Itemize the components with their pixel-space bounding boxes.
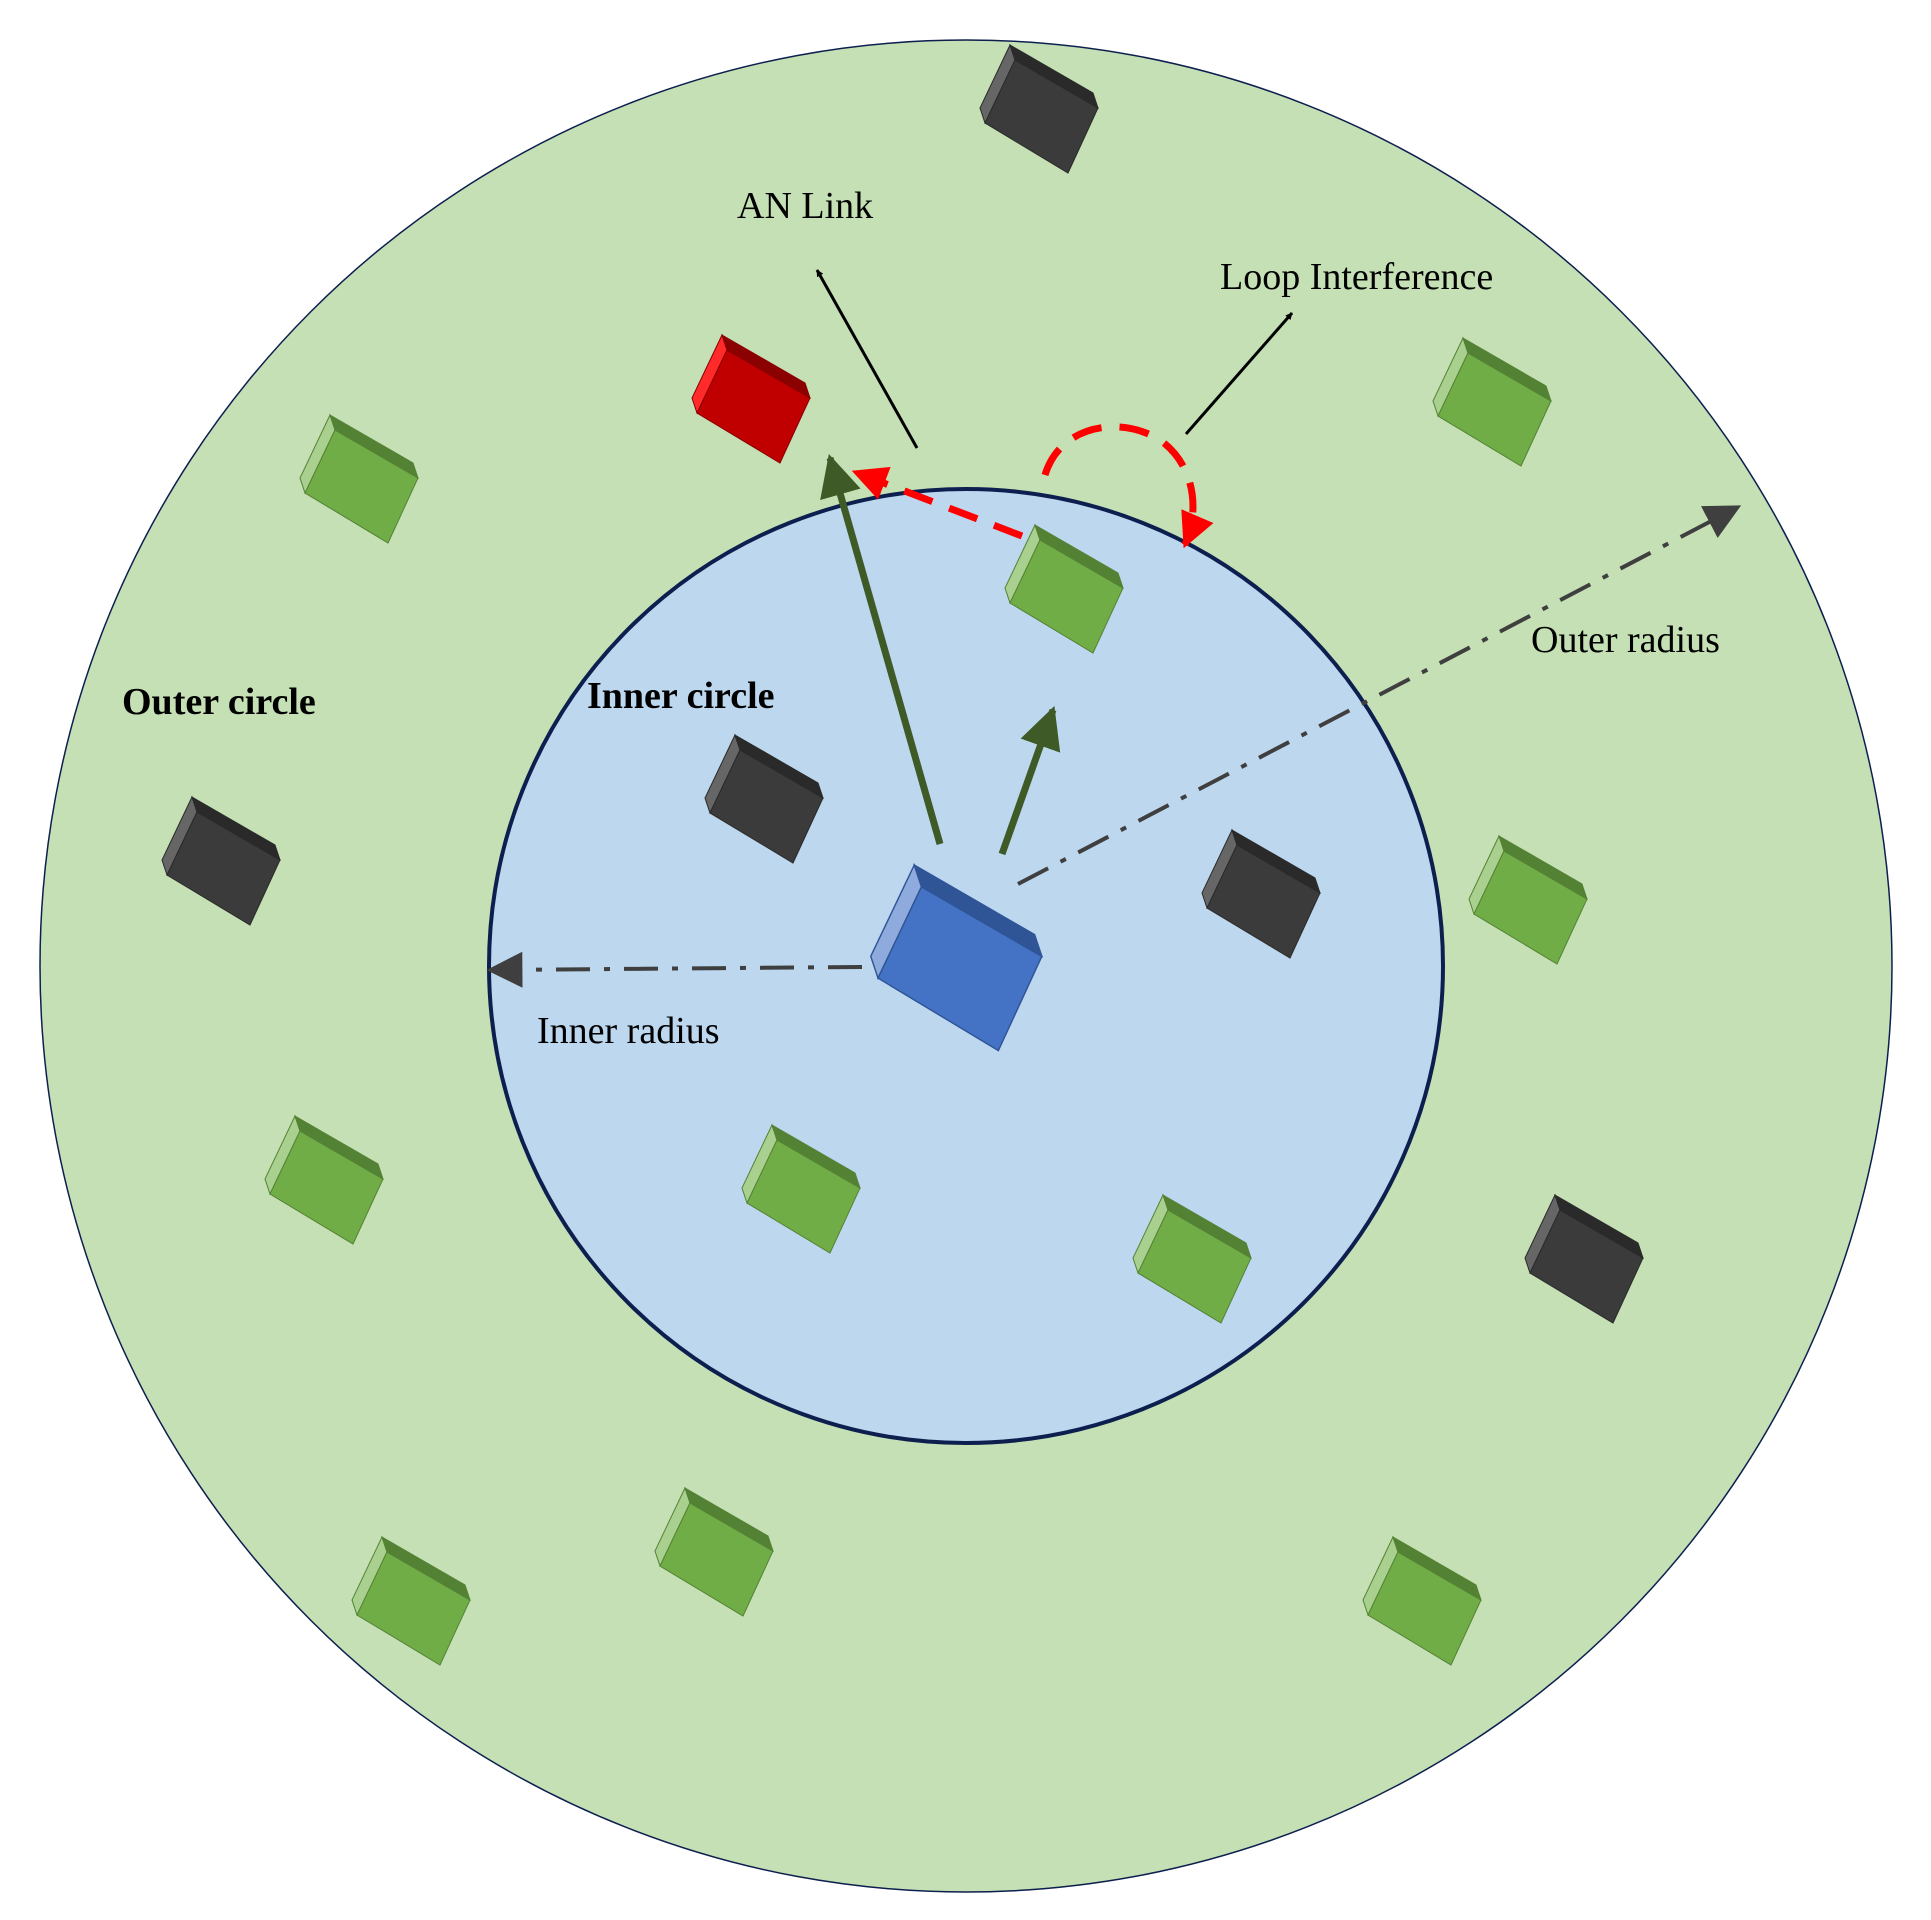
inner-radius-label: Inner radius [537, 1010, 720, 1052]
green-node-cube [1432, 336, 1552, 467]
loop-interference-pointer [1184, 312, 1294, 435]
green-node-cube [1132, 1193, 1252, 1324]
cube-layer [161, 43, 1644, 1666]
green-node-cube [1468, 834, 1588, 965]
inner-circle-label: Inner circle [587, 675, 775, 717]
blue-node-cube [869, 863, 1044, 1052]
red-dashed-link-to-red-node [851, 466, 1024, 540]
green-node-cube [654, 1486, 774, 1617]
green-node-cube [299, 413, 419, 544]
red-node-cube [691, 333, 811, 464]
an-link-label: AN Link [737, 185, 873, 227]
black-node-cube [1524, 1193, 1644, 1324]
loop-interference-label: Loop Interference [1220, 256, 1493, 298]
black-node-cube [979, 43, 1099, 174]
green-link-up [998, 706, 1061, 856]
an-link-pointer [815, 269, 919, 449]
outer-radius-label: Outer radius [1531, 619, 1720, 661]
green-node-cube [351, 1535, 471, 1666]
green-node-cube [1004, 523, 1124, 654]
green-node-cube [741, 1123, 861, 1254]
outer-circle-label: Outer circle [122, 681, 316, 723]
green-node-cube [1362, 1535, 1482, 1666]
black-node-cube [161, 795, 281, 926]
black-node-cube [1201, 828, 1321, 959]
loop-interference-arc [1041, 423, 1214, 549]
black-node-cube [704, 733, 824, 864]
green-node-cube [264, 1114, 384, 1245]
inner-radius-arrow [486, 951, 863, 988]
green-link-to-red-node [820, 453, 944, 845]
